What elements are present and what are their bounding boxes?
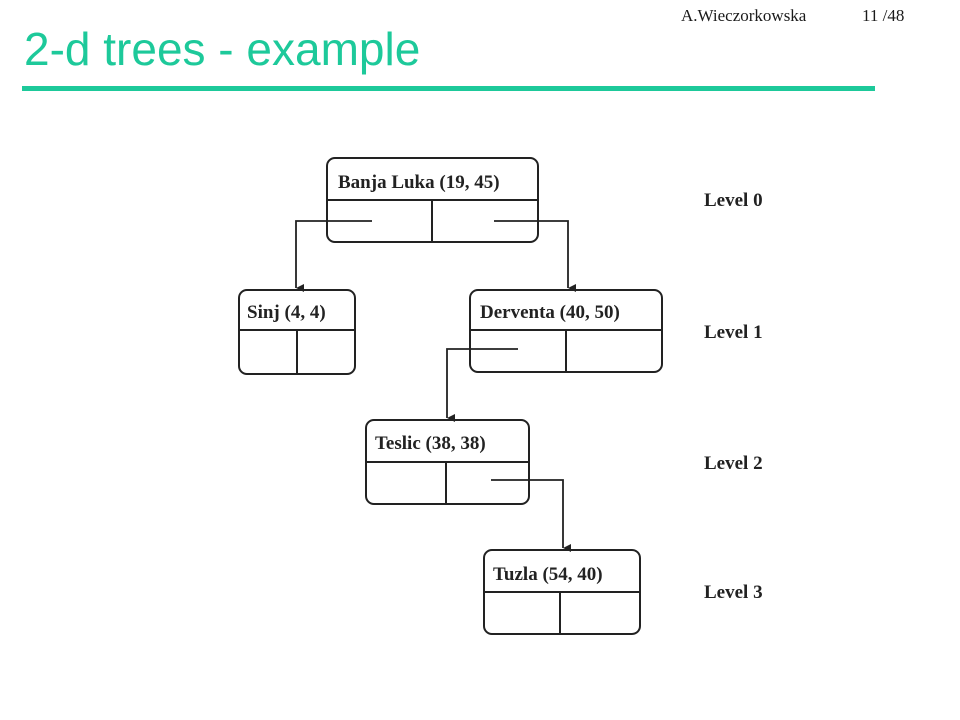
tree-node-banja-luka: Banja Luka (19, 45) <box>326 157 539 243</box>
tree-node-teslic: Teslic (38, 38) <box>365 419 530 505</box>
node-label-derventa: Derventa (40, 50) <box>480 302 620 323</box>
node-label-sinj: Sinj (4, 4) <box>247 302 326 323</box>
level-label-2: Level 2 <box>704 453 763 474</box>
node-label-tuzla: Tuzla (54, 40) <box>493 564 603 585</box>
level-label-3: Level 3 <box>704 582 763 603</box>
level-label-1: Level 1 <box>704 322 763 343</box>
tree-node-sinj: Sinj (4, 4) <box>238 289 356 375</box>
title-underline <box>22 86 875 91</box>
tree-node-derventa: Derventa (40, 50) <box>469 289 663 373</box>
node-label-banja-luka: Banja Luka (19, 45) <box>338 172 500 193</box>
slide-title: 2-d trees - example <box>24 23 421 75</box>
edge-banja-luka-to-derventa <box>494 220 576 292</box>
page-number: 11 /48 <box>862 6 905 25</box>
tree-node-tuzla: Tuzla (54, 40) <box>483 549 641 635</box>
level-label-0: Level 0 <box>704 190 763 211</box>
edge-derventa-to-teslic <box>446 348 518 422</box>
author-name: A.Wieczorkowska <box>681 6 807 25</box>
edge-teslic-to-tuzla <box>491 479 571 552</box>
node-label-teslic: Teslic (38, 38) <box>375 433 486 454</box>
edge-banja-luka-to-sinj <box>295 220 372 292</box>
